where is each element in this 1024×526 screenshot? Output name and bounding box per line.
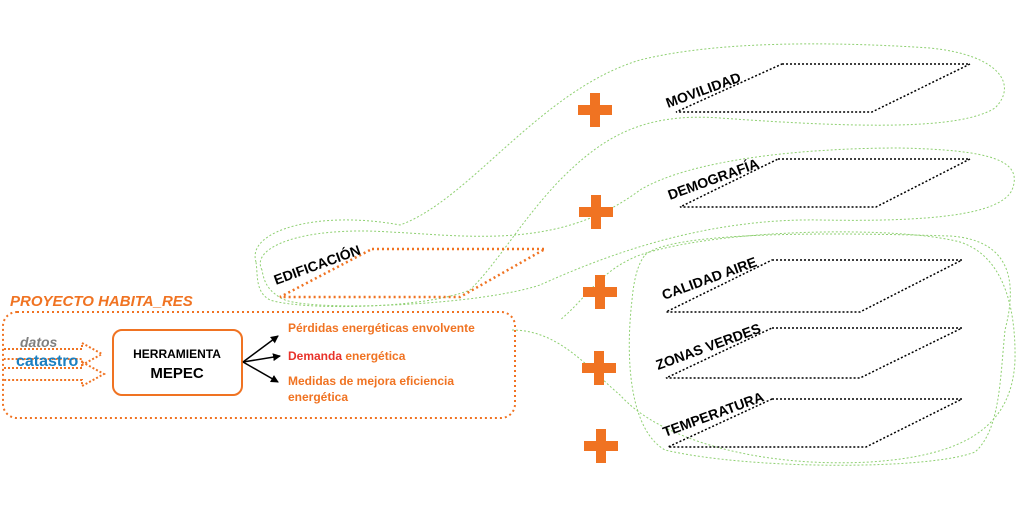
project-title-part2: HABITA_RES — [98, 293, 193, 310]
lasso-edificacion-movilidad — [254, 43, 1005, 308]
plus-icons — [578, 93, 618, 463]
tool-line1: HERRAMIENTA — [133, 347, 221, 361]
input-arrow-catastro — [4, 360, 107, 388]
plus-icon — [582, 351, 616, 385]
demanda-word: Demanda — [288, 349, 342, 363]
project-title: PROYECTO HABITA_RES — [10, 293, 193, 310]
lasso-lower-layers — [628, 233, 1011, 466]
output-perdidas: Pérdidas energéticas envolvente — [288, 321, 475, 335]
input-arrow-datos — [4, 341, 105, 367]
project-title-part1: PROYECTO — [10, 293, 98, 310]
output-arrows — [242, 335, 281, 383]
layer-movilidad-shape — [675, 63, 971, 113]
arrow-icon — [242, 353, 281, 363]
layer-temperatura-shape — [667, 398, 963, 448]
tool-box — [112, 329, 243, 396]
arrow-icon — [242, 335, 279, 363]
arrow-icon — [242, 361, 279, 383]
layer-demografia-shape — [679, 158, 971, 208]
layer-zonas-verdes-shape — [665, 327, 963, 379]
layer-edificacion-label: EDIFICACIÓN — [271, 241, 362, 288]
layer-calidad-aire-shape — [665, 259, 963, 313]
layer-zonas-verdes-label: ZONAS VERDES — [654, 320, 763, 373]
output-demanda: Demanda energética — [288, 349, 406, 363]
layer-movilidad-label: MOVILIDAD — [664, 69, 743, 111]
tool-line2: MEPEC — [150, 365, 204, 382]
lasso-project-connector — [511, 231, 1016, 464]
layer-temperatura-label: TEMPERATURA — [661, 388, 766, 439]
layer-edificacion-shape — [279, 247, 550, 299]
catastro-label: catastro — [16, 353, 78, 370]
project-box — [2, 311, 516, 419]
output-medidas-line2: energética — [288, 390, 348, 404]
plus-icon — [583, 275, 617, 309]
demanda-rest: energética — [342, 349, 406, 363]
lasso-edificacion-demografia — [259, 147, 1015, 307]
plus-icon — [578, 93, 612, 127]
green-outlines — [254, 43, 1016, 466]
plus-icon — [579, 195, 613, 229]
layer-demografia-label: DEMOGRAFÍA — [666, 155, 761, 203]
plus-icon — [584, 429, 618, 463]
layer-calidad-aire-label: CALIDAD AIRE — [660, 254, 759, 303]
datos-label: datos — [20, 334, 58, 350]
output-medidas-line1: Medidas de mejora eficiencia — [288, 374, 454, 388]
